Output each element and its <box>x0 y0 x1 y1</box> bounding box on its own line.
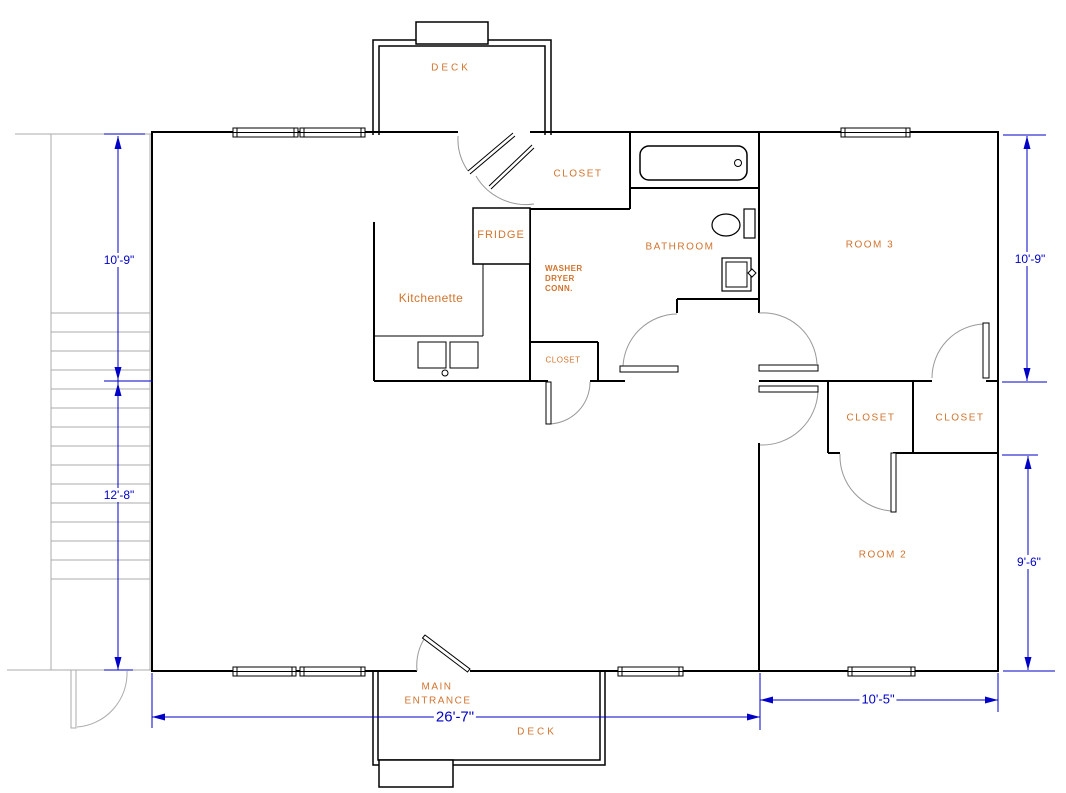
window <box>840 127 911 138</box>
washer-line2: DRYER <box>545 274 575 283</box>
window <box>299 127 366 138</box>
bathroom-door-leaf <box>619 365 679 373</box>
window <box>617 666 684 677</box>
kitchenette-label: Kitchenette <box>398 291 464 305</box>
deck-top-outline <box>372 21 552 135</box>
entrance-door-leaf <box>421 634 471 673</box>
bathroom-vanity <box>721 257 757 292</box>
toilet <box>711 208 756 239</box>
kitchen-closet-door-leaf <box>545 381 552 425</box>
closet-door-leaf <box>890 452 897 513</box>
entrance-door-swing <box>416 635 427 672</box>
room3-door-swing <box>931 323 985 379</box>
deck-door-swing <box>457 135 469 172</box>
washer-line1: WASHER <box>545 264 583 273</box>
bathroom-label: BATHROOM <box>645 241 715 253</box>
stairs <box>7 133 151 671</box>
room2-door-leaf <box>758 385 819 393</box>
dimension-arrows <box>114 136 1032 721</box>
washer-dryer-label: WASHER DRYER CONN. <box>545 264 583 294</box>
main-entrance-label-line2: ENTRANCE <box>404 695 472 707</box>
hall-door-swing <box>758 312 818 365</box>
closet-top-label: CLOSET <box>553 168 603 180</box>
exterior-walls <box>151 131 999 672</box>
dimension-right-upper: 10'-9" <box>1012 252 1048 266</box>
room3-door-leaf <box>982 322 990 379</box>
window <box>847 666 916 677</box>
deck-bottom-label: DECK <box>517 726 557 738</box>
fridge-outline <box>472 207 531 265</box>
closet-door-swing <box>839 453 893 512</box>
dimension-lines <box>104 133 1055 730</box>
door-swings <box>416 135 985 672</box>
dimension-right-lower: 9'-6" <box>1015 555 1043 569</box>
dimension-left-lower: 12'-8" <box>101 488 137 502</box>
washer-line3: CONN. <box>545 284 573 293</box>
bathroom-door-swing <box>622 313 678 367</box>
dimension-bottom-main: 26'-7" <box>433 708 477 726</box>
interior-walls <box>373 131 998 672</box>
kitchen-sink <box>417 341 479 377</box>
kitchen-counter <box>374 264 484 337</box>
room3-label: ROOM 3 <box>845 239 895 251</box>
room2-closet-left-label: CLOSET <box>846 412 896 424</box>
deck-bottom-outline <box>372 671 606 788</box>
deck-top-label: DECK <box>431 62 471 74</box>
room2-label: ROOM 2 <box>858 549 908 561</box>
window <box>232 666 297 677</box>
windows <box>232 127 916 677</box>
window <box>299 666 366 677</box>
deck-door-swing <box>475 175 535 206</box>
kitchen-closet-door-swing <box>548 381 591 425</box>
kitchen-closet-label: CLOSET <box>545 355 581 365</box>
room2-closet-right-label: CLOSET <box>935 412 985 424</box>
door-leaves <box>421 132 990 673</box>
dimension-left-upper: 10'-9" <box>101 253 137 267</box>
window <box>232 127 299 138</box>
bathtub <box>639 145 748 181</box>
deck-door-leaf <box>467 132 535 190</box>
fridge-label: FRIDGE <box>477 229 525 241</box>
dimension-bottom-room2: 10'-5" <box>859 691 897 707</box>
main-entrance-label-line1: MAIN <box>421 681 453 693</box>
room2-door-swing <box>759 390 819 446</box>
hall-door-leaf <box>758 364 819 372</box>
stairs-door <box>70 669 128 729</box>
